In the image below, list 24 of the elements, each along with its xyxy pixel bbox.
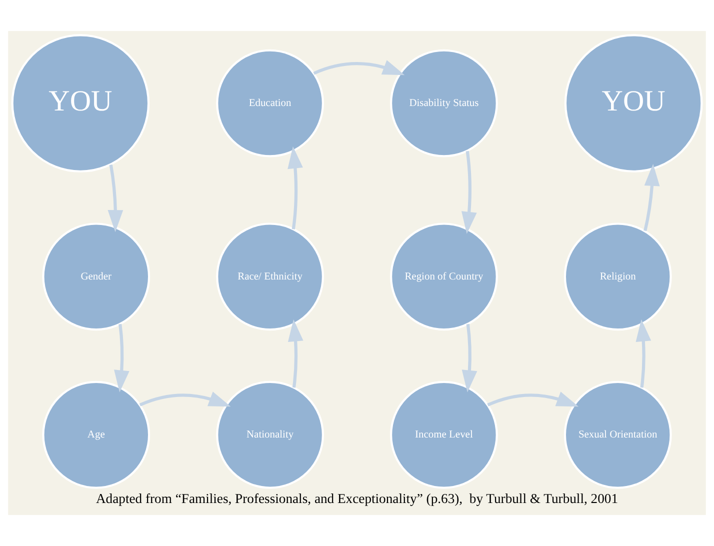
arrow [487, 392, 579, 407]
arrow [288, 146, 303, 230]
arrow [644, 164, 660, 232]
arrow [462, 324, 478, 392]
arrow [461, 150, 477, 234]
node-circle: Region of Country [390, 222, 498, 331]
node-circle: Sexual Orientation [564, 380, 672, 489]
node-circle: Gender [42, 222, 150, 331]
arrow [636, 319, 652, 388]
arrow [139, 392, 231, 407]
arrow [114, 324, 130, 392]
node-circle: Race/ Ethnicity [216, 222, 324, 331]
node-circle: YOU [11, 34, 150, 172]
arrow [313, 60, 405, 76]
node-circle: Income Level [390, 380, 498, 489]
node-circle: YOU [564, 34, 703, 172]
node-circle: Disability Status [390, 49, 498, 158]
node-circle: Religion [564, 222, 672, 331]
caption: Adapted from “Families, Professionals, and Exceptionality” (p.63), by Turbull & Turbull, 2001 [96, 490, 618, 506]
node-circle: Nationality [216, 380, 324, 489]
node-circle: Education [216, 49, 324, 158]
arrow [108, 164, 124, 232]
arrow [288, 319, 304, 388]
node-circle: Age [42, 380, 150, 489]
